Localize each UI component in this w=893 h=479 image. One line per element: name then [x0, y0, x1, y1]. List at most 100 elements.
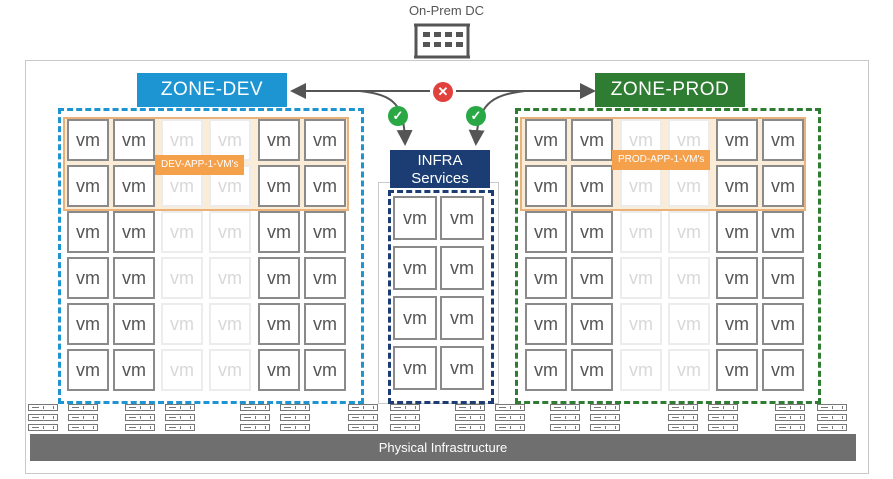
vm-tile[interactable]: vm — [113, 165, 155, 207]
vm-tile[interactable]: vm — [304, 165, 346, 207]
vm-tile[interactable]: vm — [762, 349, 804, 391]
vm-tile[interactable]: vm — [525, 349, 567, 391]
physical-infrastructure-bar: Physical Infrastructure — [30, 434, 856, 461]
check-circle-icon: ✓ — [466, 106, 486, 126]
vm-tile[interactable]: vm — [716, 303, 758, 345]
vm-tile: vm — [668, 303, 710, 345]
server-icon — [550, 414, 580, 421]
vm-tile[interactable]: vm — [571, 211, 613, 253]
infra-services-label: INFRA Services — [390, 150, 490, 188]
vm-tile[interactable]: vm — [258, 165, 300, 207]
vm-tile[interactable]: vm — [258, 257, 300, 299]
vm-tile[interactable]: vm — [304, 257, 346, 299]
server-icon — [668, 404, 698, 411]
vm-tile[interactable]: vm — [762, 257, 804, 299]
vm-tile: vm — [620, 303, 662, 345]
vm-tile[interactable]: vm — [571, 303, 613, 345]
server-icon — [775, 424, 805, 431]
vm-tile[interactable]: vm — [113, 119, 155, 161]
vm-tile[interactable]: vm — [440, 296, 484, 340]
vm-tile[interactable]: vm — [304, 349, 346, 391]
vm-tile[interactable]: vm — [716, 165, 758, 207]
vm-tile[interactable]: vm — [762, 303, 804, 345]
vm-tile[interactable]: vm — [67, 349, 109, 391]
vm-tile: vm — [161, 211, 203, 253]
server-icon — [390, 404, 420, 411]
vm-tile[interactable]: vm — [67, 165, 109, 207]
vm-tile[interactable]: vm — [716, 119, 758, 161]
vm-tile[interactable]: vm — [393, 296, 437, 340]
vm-tile[interactable]: vm — [67, 257, 109, 299]
server-icon — [455, 414, 485, 421]
server-icon — [590, 414, 620, 421]
vm-tile: vm — [668, 211, 710, 253]
vm-tile[interactable]: vm — [393, 246, 437, 290]
server-icon — [590, 404, 620, 411]
vm-tile[interactable]: vm — [762, 119, 804, 161]
vm-tile: vm — [209, 303, 251, 345]
vm-tile[interactable]: vm — [440, 346, 484, 390]
vm-tile[interactable]: vm — [113, 303, 155, 345]
vm-tile[interactable]: vm — [571, 165, 613, 207]
vm-tile[interactable]: vm — [113, 211, 155, 253]
vm-tile: vm — [668, 349, 710, 391]
vm-tile[interactable]: vm — [716, 257, 758, 299]
server-icon — [775, 414, 805, 421]
server-icon — [68, 404, 98, 411]
vm-tile: vm — [668, 165, 710, 207]
vm-tile[interactable]: vm — [113, 349, 155, 391]
vm-tile: vm — [161, 119, 203, 161]
server-icon — [495, 424, 525, 431]
vm-tile[interactable]: vm — [304, 303, 346, 345]
vm-tile[interactable]: vm — [762, 211, 804, 253]
vm-tile: vm — [209, 349, 251, 391]
vm-tile[interactable]: vm — [525, 211, 567, 253]
vm-tile[interactable]: vm — [762, 165, 804, 207]
vm-tile[interactable]: vm — [67, 119, 109, 161]
server-icon — [240, 424, 270, 431]
server-icon — [495, 404, 525, 411]
vm-tile[interactable]: vm — [571, 119, 613, 161]
server-icon — [550, 404, 580, 411]
vm-tile[interactable]: vm — [440, 246, 484, 290]
vm-tile[interactable]: vm — [716, 211, 758, 253]
vm-tile[interactable]: vm — [525, 119, 567, 161]
server-icon — [348, 404, 378, 411]
vm-tile[interactable]: vm — [525, 165, 567, 207]
vm-tile[interactable]: vm — [67, 211, 109, 253]
vm-tile[interactable]: vm — [716, 349, 758, 391]
infra-boundary — [388, 190, 494, 404]
zone-prod-boundary — [515, 108, 821, 404]
server-icon — [390, 414, 420, 421]
server-icon — [28, 404, 58, 411]
prod-app-group-label: PROD-APP-1-VM's — [612, 150, 711, 170]
vm-tile[interactable]: vm — [258, 119, 300, 161]
server-icon — [495, 414, 525, 421]
vm-tile[interactable]: vm — [525, 257, 567, 299]
vm-tile[interactable]: vm — [393, 346, 437, 390]
vm-tile[interactable]: vm — [304, 211, 346, 253]
vm-tile[interactable]: vm — [571, 257, 613, 299]
vm-tile[interactable]: vm — [525, 303, 567, 345]
vm-tile[interactable]: vm — [440, 196, 484, 240]
dev-infra-arrow — [359, 90, 413, 146]
server-icon — [668, 414, 698, 421]
vm-tile[interactable]: vm — [258, 349, 300, 391]
server-icon — [348, 414, 378, 421]
vm-tile[interactable]: vm — [258, 303, 300, 345]
server-icon — [550, 424, 580, 431]
zone-prod-label: ZONE-PROD — [595, 73, 745, 107]
vm-tile[interactable]: vm — [571, 349, 613, 391]
vm-tile: vm — [620, 211, 662, 253]
vm-tile[interactable]: vm — [304, 119, 346, 161]
server-icon — [125, 404, 155, 411]
server-icon — [240, 404, 270, 411]
vm-tile[interactable]: vm — [258, 211, 300, 253]
vm-tile[interactable]: vm — [393, 196, 437, 240]
vm-tile[interactable]: vm — [113, 257, 155, 299]
server-icon — [390, 424, 420, 431]
vm-tile: vm — [620, 349, 662, 391]
vm-tile[interactable]: vm — [67, 303, 109, 345]
server-icon — [708, 404, 738, 411]
